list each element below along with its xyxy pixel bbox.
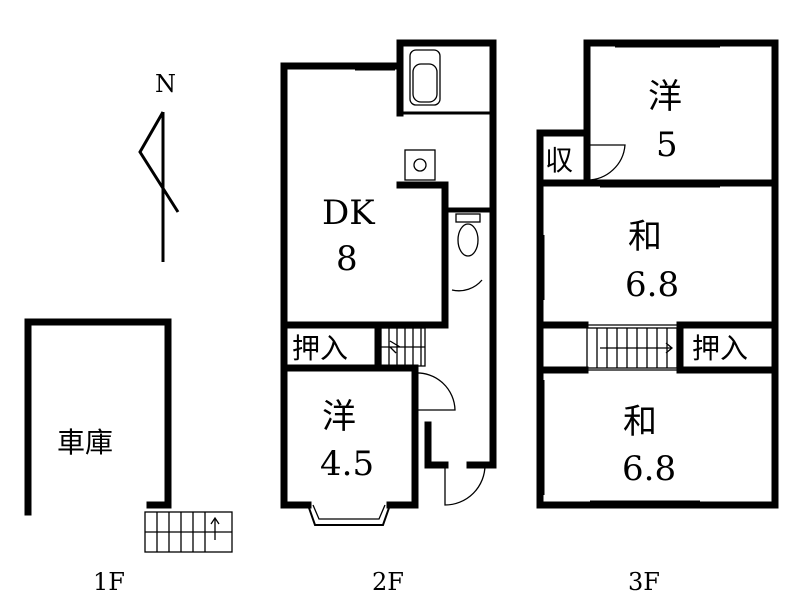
bay-window [307, 504, 391, 526]
floor-1f: 車庫 1F [24, 318, 233, 596]
western-room-2f-size: 4.5 [320, 444, 374, 484]
dk-label: DK [322, 193, 375, 233]
closet-3f-label: 押入 [692, 332, 748, 365]
western-room-3f-size: 5 [656, 125, 678, 165]
storage-label: 収 [545, 144, 573, 177]
closet-2f-label: 押入 [292, 332, 348, 365]
bathtub-icon [409, 49, 441, 106]
japanese-room-1-label: 和 [628, 217, 662, 257]
north-arrow-icon [138, 111, 180, 262]
stairs-3f [586, 327, 678, 369]
japanese-room-2-size: 6.8 [622, 449, 676, 489]
stairs-2f [380, 327, 426, 367]
japanese-room-2-label: 和 [623, 402, 657, 442]
north-label: N [155, 70, 176, 98]
entrance-door [444, 464, 486, 506]
stairs-1f [144, 511, 233, 553]
garage-label: 車庫 [57, 426, 113, 459]
sink-icon [404, 149, 436, 181]
western-room-2f-label: 洋 [322, 397, 356, 437]
dk-size: 8 [336, 239, 358, 279]
floor-3f: 洋 5 収 和 6.8 押入 和 6.8 3F [536, 39, 779, 596]
floor-3f-label: 3F [628, 568, 660, 596]
floor-1f-label: 1F [93, 568, 125, 596]
japanese-room-1-size: 6.8 [625, 265, 679, 305]
toilet-icon [455, 213, 481, 257]
western-room-3f-label: 洋 [648, 77, 682, 117]
floor-2f-label: 2F [372, 568, 404, 596]
floor-2f: DK 8 押入 洋 4.5 2F [280, 39, 497, 596]
